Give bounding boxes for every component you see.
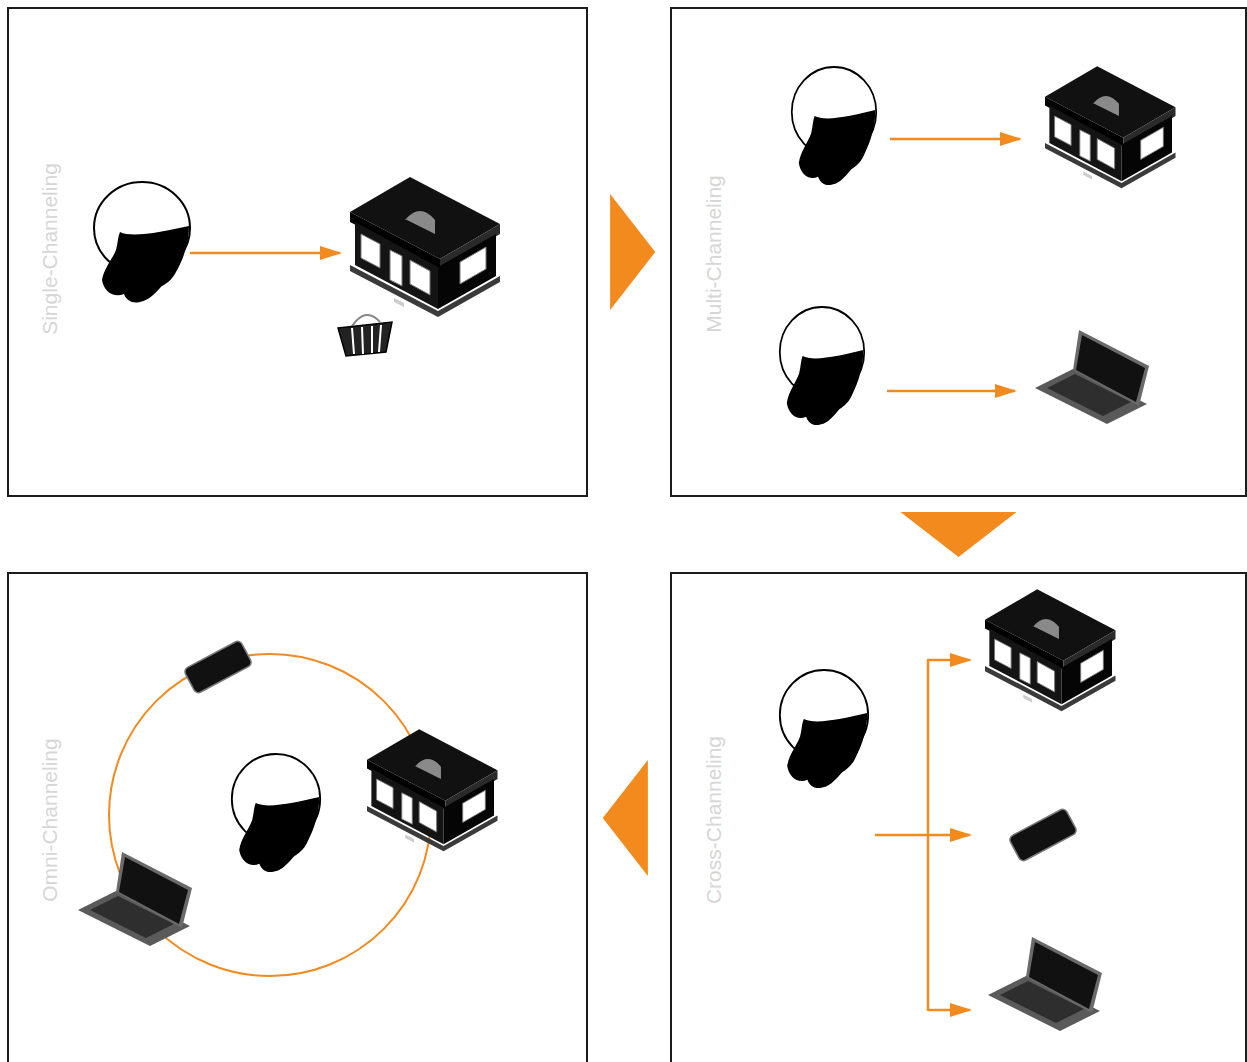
omni-scene <box>78 640 498 976</box>
basket-icon <box>338 315 392 356</box>
store-icon <box>350 177 500 317</box>
panel-label: Single-Channeling <box>38 163 62 335</box>
split-line <box>875 834 928 837</box>
store-icon <box>985 589 1116 711</box>
person-icon <box>232 754 320 872</box>
panel-label: Omni-Channeling <box>38 738 62 901</box>
channel-arrow <box>890 138 1020 141</box>
store-icon <box>367 729 498 851</box>
store-icon <box>1045 66 1176 188</box>
flow-arrow <box>603 760 648 876</box>
channel-arrow <box>887 390 1015 393</box>
phone-icon <box>1008 808 1078 863</box>
channel-arrow <box>190 252 340 255</box>
cross-scene <box>780 589 1116 1031</box>
person-icon <box>780 670 868 788</box>
channel-panel: Omni-Channeling <box>7 572 588 1062</box>
laptop-icon <box>78 852 192 946</box>
panel-label: Multi-Channeling <box>702 175 726 333</box>
person-icon <box>94 182 190 303</box>
laptop-icon <box>988 937 1102 1031</box>
person-icon <box>780 307 864 425</box>
flow-arrow <box>610 194 655 310</box>
channel-arrow <box>928 659 970 662</box>
multi-scene <box>780 66 1176 425</box>
split-line <box>927 659 930 1011</box>
channel-arrow <box>928 1009 970 1012</box>
phone-icon <box>183 640 253 695</box>
channel-arrow <box>928 834 970 837</box>
channel-panel: Single-Channeling <box>7 7 588 497</box>
flow-arrowhead <box>901 512 1017 557</box>
channel-panel: Cross-Channeling <box>670 572 1247 1062</box>
person-icon <box>792 67 876 185</box>
channel-panel: Multi-Channeling <box>670 7 1247 497</box>
panel-label: Cross-Channeling <box>702 736 726 904</box>
flow-arrow <box>901 512 1017 557</box>
flow-arrowhead <box>603 760 648 876</box>
flow-arrowhead <box>610 194 655 310</box>
laptop-icon <box>1035 330 1149 424</box>
single-scene <box>94 177 500 356</box>
omni-ring <box>109 654 431 976</box>
